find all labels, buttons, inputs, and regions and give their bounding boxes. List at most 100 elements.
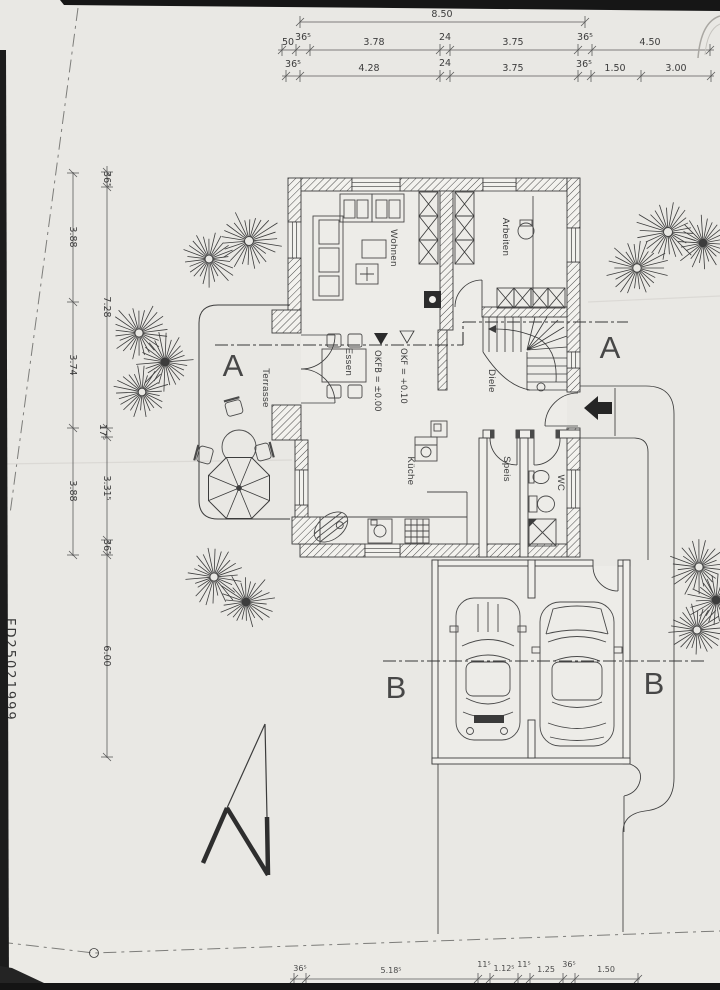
dim-label: 3.74 [67,354,78,375]
stair-direction-arrow-icon [488,325,496,333]
wall-segment [287,177,302,223]
dim-label: 11⁵ [517,960,530,969]
tree-icon [183,232,234,288]
section-marks: A A B B [215,321,706,705]
thin-wall-segment [519,437,529,558]
thin-wall-segment [431,559,531,567]
dining-furniture [321,333,367,399]
dim-label: 17⁵ [97,424,108,440]
section-line-a [215,321,628,346]
dim-label: 36⁵ [577,32,593,43]
closet-icon [530,287,549,309]
wall-segment [294,439,309,471]
wall-segment [566,261,581,353]
tree-icon [668,603,720,655]
dim-label: 3.75 [502,63,523,74]
dim-label: 1.25 [537,965,555,974]
wc-fixtures [528,470,557,547]
window-icon [364,543,401,558]
scan-edge-left [0,50,9,990]
wall-segment [437,329,448,391]
dim-label: 3.75 [502,37,523,48]
dim-label: 1.50 [597,965,615,974]
elevation-triangle-open-icon [399,330,415,344]
elevation-markers: OKFB = ±0.00 OKF = +0.10 [372,330,415,412]
dim-label: 3.88 [67,480,78,501]
dim-label: 8.50 [431,9,452,20]
elevation-triangle-filled-icon [374,333,388,345]
dim-label: 24 [439,32,451,43]
window-icon [566,227,581,263]
dim-label: 3.00 [665,63,686,74]
tree-icon [115,305,168,360]
room-label-wohnen: Wohnen [388,229,399,267]
dim-label: 24 [439,58,451,69]
dim-label: 36⁵ [576,59,592,70]
dim-chain: 36⁵ 4.28 24 3.75 36⁵ 1.50 3.00 [281,58,716,82]
dim-label: 36⁵ [295,32,311,43]
tree-icon [670,539,720,595]
section-letter-b-right: B [644,666,665,701]
room-label-terrasse: Terrasse [260,368,271,408]
tree-icon [687,573,720,625]
tree-icon [220,575,275,628]
dim-chain: 8.50 [295,9,590,28]
room-label-arbeiten: Arbeiten [500,218,511,257]
dim-label: 11⁵ [477,960,490,969]
wall-segment [481,306,568,318]
dim-label: 3.78 [363,37,384,48]
wall-segment [291,516,321,545]
room-labels: Wohnen Arbeiten Essen Diele Küche Speis … [260,218,566,492]
boundary-marker-icon [89,948,99,958]
terrace-furniture [193,396,275,519]
window-icon [351,177,401,192]
scan-edge-bottom [0,983,720,990]
entrance-arrow-icon [584,396,612,420]
wall-segment [515,177,568,192]
wall-segment [439,190,454,331]
garage-door-swing [592,565,619,592]
wall-segment [566,177,581,229]
interior-walls [431,429,631,765]
office-furniture [517,196,535,305]
car-sports [449,597,527,741]
door-swings [300,279,579,466]
scan-edge-top [60,0,720,11]
tree-icon [136,332,194,392]
room-label-wc: WC [555,475,566,492]
dim-label: 4.50 [639,37,660,48]
tree-icon [678,214,720,270]
wall-segment [399,177,484,192]
dim-label: 1.50 [604,63,625,74]
wall-segment [566,367,581,393]
section-letter-a-left: A [223,348,244,383]
wall-segment [271,404,302,441]
trees-layer [113,202,720,655]
dim-label: 1.12⁵ [493,964,514,973]
property-boundary [0,7,720,958]
parasol-icon [208,457,270,519]
dim-chain: 3.88 3.74 3.88 [67,168,79,560]
kitchen-fixtures [313,420,468,544]
dim-label: 7.28 [101,296,112,317]
dim-label: 3.88 [67,226,78,247]
living-room-furniture [312,193,405,301]
section-letter-b-left: B [386,670,407,705]
thin-wall-segment [527,559,536,599]
dim-label: 4.28 [358,63,379,74]
dim-label: 36⁵ [562,960,575,969]
thin-wall-segment [622,559,631,765]
room-label-essen: Essen [343,348,354,376]
dim-label: 50 [282,37,294,48]
scan-corner-shadow [0,966,44,983]
garage [449,565,623,747]
window-icon [294,469,309,506]
dim-label: 3.31⁵ [101,476,112,501]
dim-label: 36⁵ [285,59,301,70]
dim-label: 36⁵ [101,171,112,187]
